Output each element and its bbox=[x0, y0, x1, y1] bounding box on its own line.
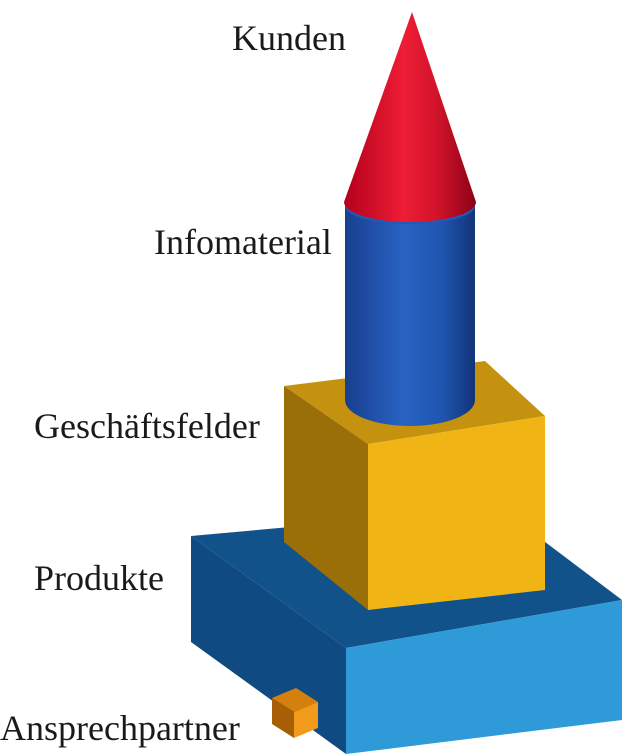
kunden-cone bbox=[344, 12, 476, 222]
ansprechpartner-cube-top bbox=[272, 688, 318, 712]
infomaterial-cylinder-body bbox=[345, 206, 475, 426]
produkte-slab-front bbox=[346, 600, 622, 754]
ansprechpartner-cube-front bbox=[294, 702, 318, 738]
label-infomaterial: Infomaterial bbox=[154, 222, 332, 262]
label-produkte: Produkte bbox=[34, 558, 164, 598]
ansprechpartner-cube-left bbox=[272, 698, 294, 738]
label-kunden: Kunden bbox=[232, 18, 346, 58]
kunden-cone-body bbox=[344, 12, 476, 222]
geschaeftsfelder-cube-left bbox=[284, 386, 368, 610]
infomaterial-cylinder bbox=[345, 188, 475, 426]
label-geschaeftsfelder: Geschäftsfelder bbox=[34, 406, 260, 446]
geschaeftsfelder-cube-front bbox=[368, 416, 545, 610]
ansprechpartner-cube bbox=[272, 688, 318, 738]
label-ansprechpartner: Ansprechpartner bbox=[0, 708, 240, 748]
